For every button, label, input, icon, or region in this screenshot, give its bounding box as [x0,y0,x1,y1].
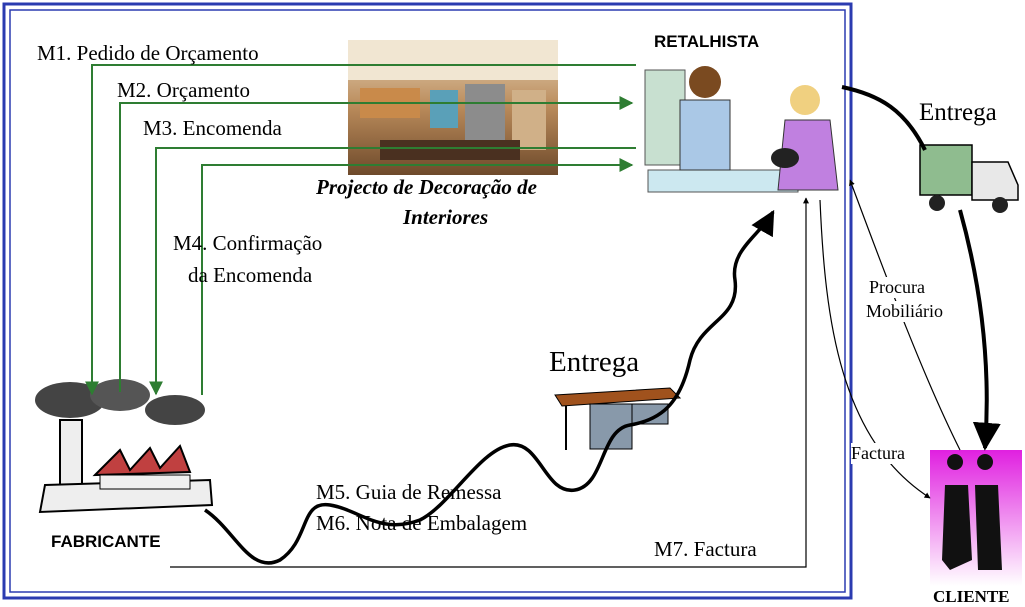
truck-delivery-path-b [958,209,1001,451]
procura-label-line1: Procura [869,277,925,298]
cliente-label: CLIENTE [933,587,1010,606]
procura-label-line2: Mobiliário [866,301,943,322]
truck-image [919,144,1019,213]
m4-arrow [201,158,634,395]
retailer-image [634,45,839,195]
m1-label: M1. Pedido de Orçamento [37,41,259,65]
m4-label-line2: da Encomenda [188,263,313,287]
delivery-wiggle [204,209,775,565]
factory-image [35,379,214,514]
m5-label: M5. Guia de Remessa [316,480,502,504]
m7-arrow [170,197,809,568]
factura-client-label: Factura [851,443,905,464]
m4-label-line1: M4. Confirmação [173,231,323,255]
inner-frame [9,9,846,593]
m1-arrow [85,64,636,396]
m2-arrow [119,96,634,392]
project-title-line1: Projecto de Decoração de [316,175,538,199]
m3-arrow [149,147,636,396]
entrega-desk-label: Entrega [549,346,640,378]
fabricante-label: FABRICANTE [51,532,161,551]
project-title-line2: Interiores [403,205,489,229]
retalhista-label: RETALHISTA [654,32,760,51]
outer-frame [2,2,853,600]
factura-arrow [819,199,931,499]
m3-label: M3. Encomenda [143,116,282,140]
desk-image [554,387,682,450]
client-image [930,450,1022,586]
m2-label: M2. Orçamento [117,78,250,102]
green-flow-arrows [85,64,636,396]
interior-design-image [348,40,558,175]
m6-label: M6. Nota de Embalagem [316,511,528,535]
truck-delivery-path-a [841,85,927,151]
m7-label: M7. Factura [654,537,757,561]
entrega-truck-label: Entrega [919,99,997,126]
